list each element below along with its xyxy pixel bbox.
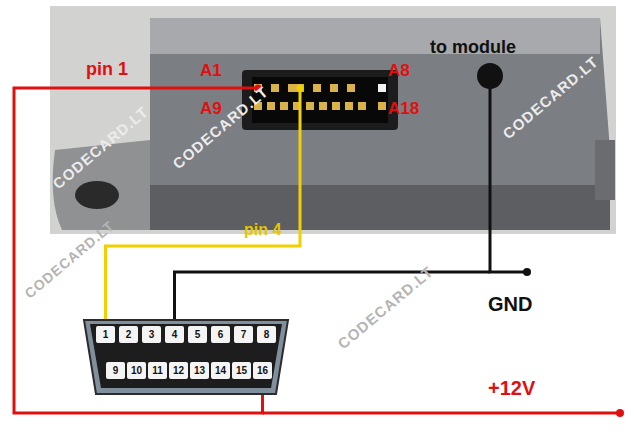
wire-label: pin 1 bbox=[86, 60, 128, 78]
pin-number: 9 bbox=[106, 362, 125, 379]
pin-number: 11 bbox=[148, 362, 167, 379]
pin-number: 13 bbox=[190, 362, 209, 379]
pin-contact bbox=[332, 102, 340, 110]
pin-contact bbox=[296, 84, 304, 92]
pin-number: 6 bbox=[211, 326, 230, 343]
wire bbox=[106, 124, 301, 320]
pin-number: 10 bbox=[127, 362, 146, 379]
connector-shroud bbox=[242, 70, 398, 130]
pin-contact bbox=[345, 102, 353, 110]
ground-wire bbox=[490, 76, 527, 272]
pin-label: A1 bbox=[200, 62, 222, 79]
obd-shell bbox=[84, 320, 288, 394]
pin-contact bbox=[378, 84, 386, 92]
pin-contact bbox=[358, 102, 366, 110]
wire-end-dot bbox=[616, 409, 624, 417]
wire bbox=[14, 88, 263, 413]
obd-socket bbox=[90, 324, 282, 388]
housing-flange bbox=[150, 185, 610, 230]
pin-label: A8 bbox=[388, 62, 410, 79]
pin-number: 5 bbox=[188, 326, 207, 343]
wire-label: pin 4 bbox=[244, 222, 281, 238]
housing-top-face bbox=[150, 18, 600, 54]
signal-name: +12V bbox=[488, 378, 535, 398]
pin-contact bbox=[271, 84, 279, 92]
pin-number: 12 bbox=[169, 362, 188, 379]
obd-connector: 12345678910111213141516 bbox=[80, 316, 292, 398]
pin-contact bbox=[280, 102, 288, 110]
signal-name: GND bbox=[488, 294, 532, 314]
pin-label: A9 bbox=[200, 100, 222, 117]
pin-number: 3 bbox=[142, 326, 161, 343]
supply-wire bbox=[263, 412, 621, 415]
mounting-tab bbox=[595, 140, 615, 200]
mounting-hole bbox=[75, 181, 119, 209]
watermark: CODECARD.LT bbox=[335, 263, 436, 351]
pin-contact bbox=[378, 102, 386, 110]
pin-wire bbox=[196, 87, 258, 90]
pin-contact bbox=[267, 102, 275, 110]
wire-end-dot bbox=[523, 268, 531, 276]
pin-number: 1 bbox=[96, 326, 115, 343]
photo-ground bbox=[50, 6, 616, 234]
pin-contact bbox=[319, 102, 327, 110]
module-note: to module bbox=[430, 38, 516, 56]
pin-contact bbox=[306, 102, 314, 110]
pin-number: 8 bbox=[257, 326, 276, 343]
pin-wire bbox=[299, 88, 302, 124]
pin-number: 15 bbox=[232, 362, 251, 379]
pin-number: 4 bbox=[165, 326, 184, 343]
pin-number: 16 bbox=[253, 362, 272, 379]
pin-number: 2 bbox=[119, 326, 138, 343]
pin-number: 14 bbox=[211, 362, 230, 379]
pin-number: 7 bbox=[234, 326, 253, 343]
pin-contact bbox=[288, 84, 296, 92]
ground-wire bbox=[175, 272, 491, 320]
pin-dot bbox=[297, 85, 304, 92]
pin-contact bbox=[313, 84, 321, 92]
connector-pins bbox=[254, 84, 386, 110]
pin-contact bbox=[347, 84, 355, 92]
pin-label: A18 bbox=[388, 100, 419, 117]
module-housing bbox=[150, 18, 610, 185]
connector-socket bbox=[252, 77, 388, 123]
pin-contact bbox=[330, 84, 338, 92]
